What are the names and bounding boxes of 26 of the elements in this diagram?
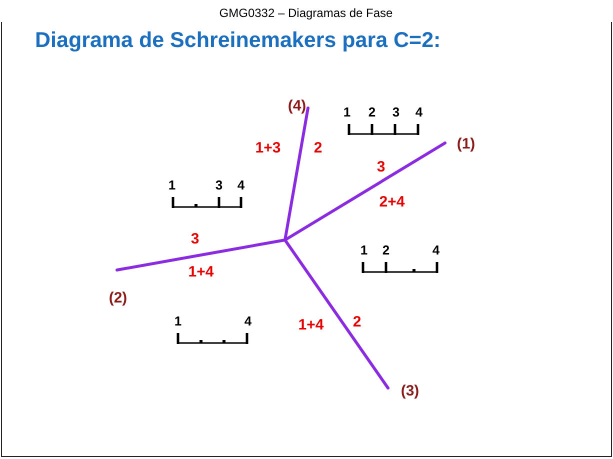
reaction-label: 2 <box>352 314 362 330</box>
line-label: (3) <box>400 384 420 398</box>
reaction-label: 1+3 <box>255 140 281 156</box>
phase-number: 4 <box>244 314 252 328</box>
reaction-label: 2+4 <box>379 194 405 210</box>
phase-number: 3 <box>215 178 223 192</box>
header-text: GMG0332 – Diagramas de Fase <box>219 7 393 19</box>
reaction-label: 2 <box>314 140 322 156</box>
reaction-label: 1+4 <box>188 264 214 280</box>
line-label: (4) <box>288 98 306 114</box>
phase-number: 1 <box>168 178 176 192</box>
phase-number: 4 <box>415 106 423 118</box>
reaction-label: 3 <box>190 232 200 246</box>
phase-number: 1 <box>360 244 368 256</box>
phase-number: 4 <box>432 244 440 256</box>
reaction-label: 3 <box>376 160 386 174</box>
line-label: (2) <box>108 290 128 306</box>
phase-number: 3 <box>392 106 400 118</box>
phase-number: 1 <box>174 314 182 328</box>
phase-number: 1 <box>343 106 351 118</box>
reaction-label: 1+4 <box>298 318 324 332</box>
phase-number: 2 <box>382 244 390 256</box>
slide-title: Diagrama de Schreinemakers para C=2: <box>35 30 441 52</box>
line-label: (1) <box>456 136 476 152</box>
phase-number: 2 <box>368 106 376 118</box>
phase-number: 4 <box>237 178 245 192</box>
